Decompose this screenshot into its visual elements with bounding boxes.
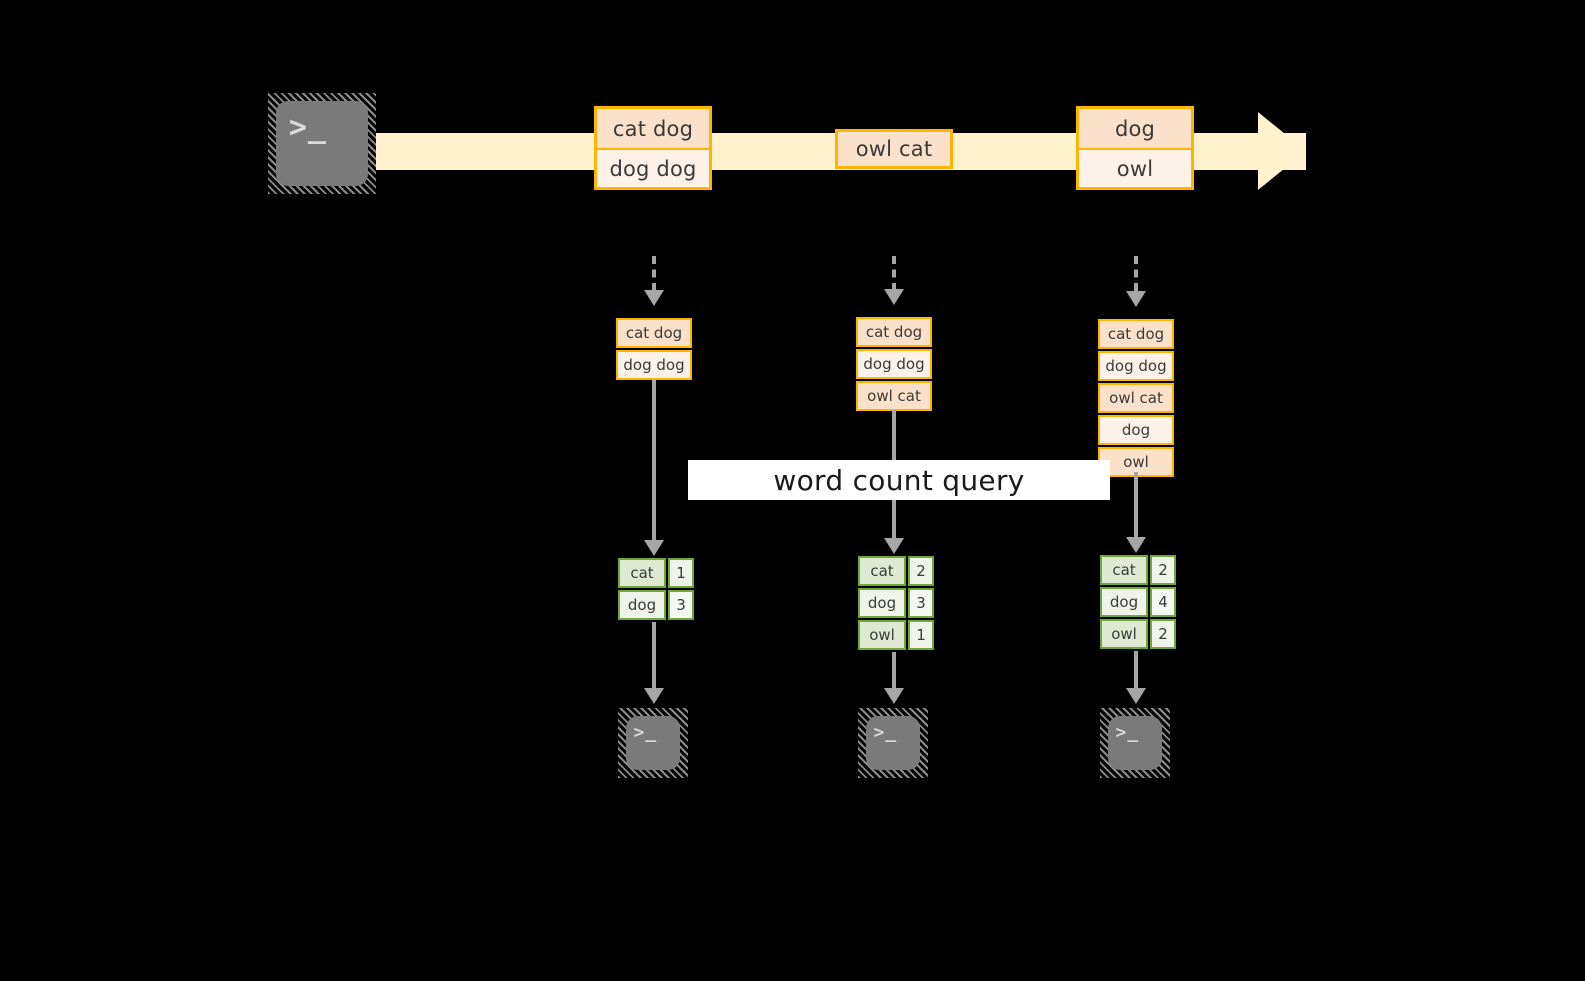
arrow-head-icon (1126, 688, 1146, 704)
timeline-record-box[interactable]: dog owl (1076, 106, 1194, 190)
arrow-head-icon (644, 290, 664, 306)
query-label-band: word count query (688, 460, 1110, 500)
stack-row: dog dog (856, 349, 932, 379)
arrow-head-icon (644, 688, 664, 704)
column-2-sink-terminal-icon: >_ (858, 708, 928, 778)
timeline-record-cell: dog dog (597, 148, 709, 187)
terminal-screen: >_ (1108, 716, 1162, 770)
result-word: cat (618, 558, 666, 588)
stack-row: owl cat (856, 381, 932, 411)
result-word: owl (1100, 619, 1148, 649)
flow-connector (652, 380, 656, 548)
table-row: owl 2 (1100, 619, 1176, 649)
terminal-prompt-glyph: >_ (288, 109, 327, 145)
terminal-screen: >_ (866, 716, 920, 770)
arrow-head-icon (1126, 291, 1146, 307)
stack-row: cat dog (856, 317, 932, 347)
result-count: 1 (668, 558, 694, 588)
stack-row: cat dog (616, 318, 692, 348)
terminal-prompt-glyph: >_ (873, 721, 898, 743)
flow-connector (1134, 472, 1138, 548)
dashed-connector (892, 256, 896, 291)
timeline-arrowhead (1258, 112, 1306, 190)
column-1-record-stack[interactable]: cat dog dog dog (616, 318, 692, 380)
table-row: dog 3 (858, 588, 934, 618)
arrow-head-icon (884, 289, 904, 305)
result-word: dog (1100, 587, 1148, 617)
column-1-sink-terminal-icon: >_ (618, 708, 688, 778)
source-terminal-icon: >_ (268, 93, 376, 194)
dashed-connector (1134, 256, 1138, 291)
table-row: cat 2 (1100, 555, 1176, 585)
timeline-record-cell: cat dog (597, 109, 709, 148)
terminal-screen: >_ (276, 101, 368, 186)
timeline-record-box[interactable]: cat dog dog dog (594, 106, 712, 190)
column-2-result-table[interactable]: cat 2 dog 3 owl 1 (858, 556, 934, 650)
result-count: 2 (908, 556, 934, 586)
column-3-result-table[interactable]: cat 2 dog 4 owl 2 (1100, 555, 1176, 649)
result-word: dog (858, 588, 906, 618)
column-3-record-stack[interactable]: cat dog dog dog owl cat dog owl (1098, 319, 1174, 477)
flow-connector (892, 652, 896, 692)
stack-row: owl cat (1098, 383, 1174, 413)
query-label-text: word count query (773, 463, 1025, 497)
table-row: cat 1 (618, 558, 694, 588)
result-count: 4 (1150, 587, 1176, 617)
result-count: 2 (1150, 619, 1176, 649)
arrow-head-icon (644, 540, 664, 556)
terminal-prompt-glyph: >_ (1115, 721, 1140, 743)
flow-connector (1134, 651, 1138, 692)
result-count: 3 (908, 588, 934, 618)
result-word: cat (858, 556, 906, 586)
stack-row: cat dog (1098, 319, 1174, 349)
table-row: dog 4 (1100, 587, 1176, 617)
result-count: 2 (1150, 555, 1176, 585)
timeline-record-box[interactable]: owl cat (835, 129, 953, 169)
arrow-head-icon (1126, 537, 1146, 553)
arrow-head-icon (884, 688, 904, 704)
dashed-connector (652, 256, 656, 291)
timeline-record-cell: owl cat (838, 132, 950, 166)
stack-row: owl (1098, 447, 1174, 477)
column-3-sink-terminal-icon: >_ (1100, 708, 1170, 778)
result-word: dog (618, 590, 666, 620)
result-word: cat (1100, 555, 1148, 585)
stack-row: dog dog (1098, 351, 1174, 381)
stack-row: dog (1098, 415, 1174, 445)
terminal-prompt-glyph: >_ (633, 721, 658, 743)
column-2-record-stack[interactable]: cat dog dog dog owl cat (856, 317, 932, 411)
table-row: owl 1 (858, 620, 934, 650)
result-word: owl (858, 620, 906, 650)
column-1-result-table[interactable]: cat 1 dog 3 (618, 558, 694, 620)
terminal-screen: >_ (626, 716, 680, 770)
arrow-head-icon (884, 538, 904, 554)
timeline-record-cell: dog (1079, 109, 1191, 148)
flow-connector (652, 622, 656, 692)
result-count: 3 (668, 590, 694, 620)
table-row: dog 3 (618, 590, 694, 620)
table-row: cat 2 (858, 556, 934, 586)
result-count: 1 (908, 620, 934, 650)
stack-row: dog dog (616, 350, 692, 380)
timeline-record-cell: owl (1079, 148, 1191, 187)
